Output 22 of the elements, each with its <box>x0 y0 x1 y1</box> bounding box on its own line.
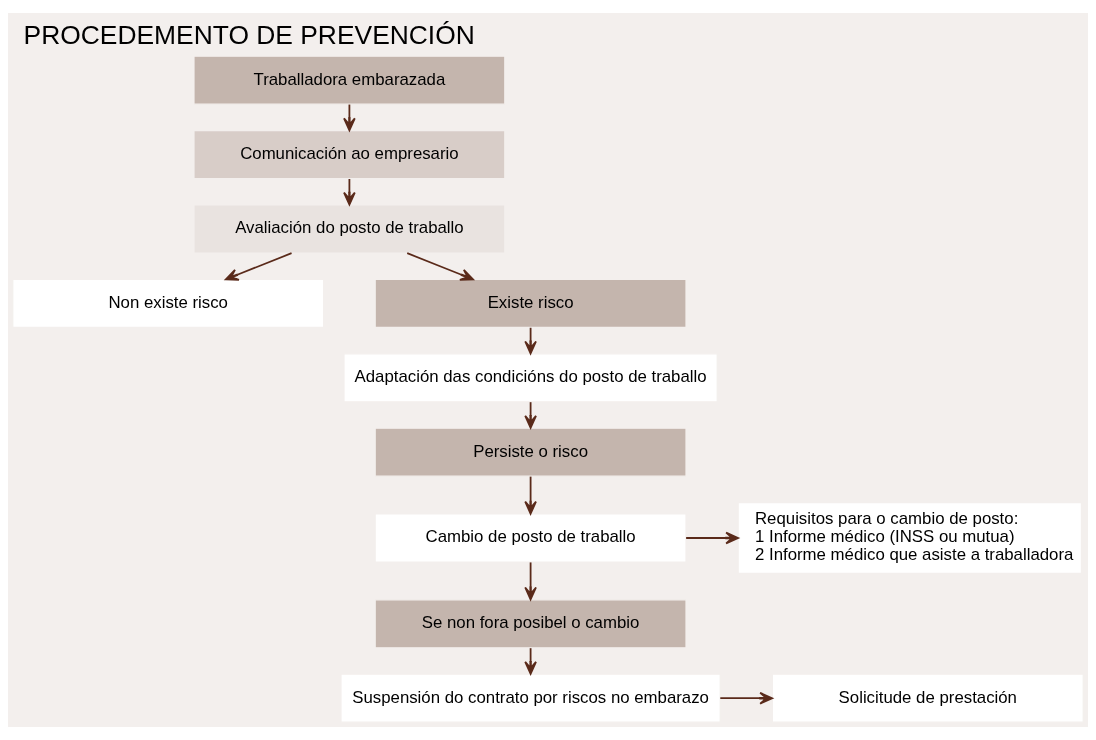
arrow <box>524 561 537 601</box>
node-box: Comunicación ao empresario <box>193 130 506 180</box>
node-box: Non existe risco <box>12 278 325 328</box>
node-box: Existe risco <box>374 278 687 328</box>
arrow <box>524 475 537 515</box>
node-box: Solicitude de prestación <box>771 673 1084 723</box>
node-box: Requisitos para o cambio de posto: 1 Informe médico (INSS ou mutua) 2 Informe médico que asiste a traballadora <box>737 502 1082 574</box>
node-box: Traballadora embarazada <box>193 55 506 105</box>
arrow <box>224 252 293 281</box>
node-box: Suspensión do contrato por riscos no embarazo <box>340 673 721 723</box>
diagram-title: PROCEDEMENTO DE PREVENCIÓN <box>23 19 475 50</box>
arrow <box>685 531 739 545</box>
node-box: Se non fora posibel o cambio <box>374 599 687 649</box>
arrow <box>406 252 474 281</box>
arrow <box>719 691 774 705</box>
arrow <box>524 401 537 429</box>
arrow <box>524 326 537 355</box>
node-box: Cambio de posto de traballo <box>374 513 687 563</box>
node-box: Adaptación das condicións do posto de traballo <box>343 353 718 403</box>
node-box: Avaliación do posto de traballo <box>193 204 506 254</box>
node-box: Persiste o risco <box>374 427 687 477</box>
arrow <box>524 647 537 675</box>
